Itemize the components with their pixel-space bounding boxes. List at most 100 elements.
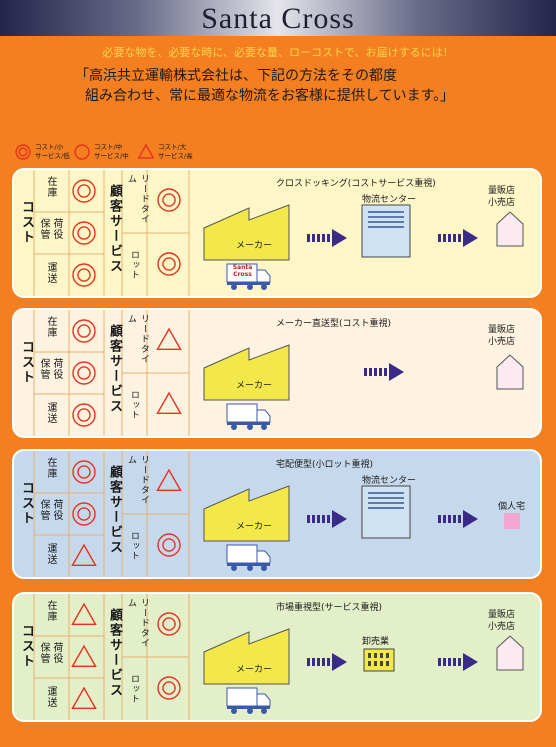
- flow-arrow-icon: [364, 363, 404, 381]
- legend-item-triangle: コスト/大 サービス/長: [137, 143, 193, 161]
- customer-service-label: 顧客サービス: [107, 608, 122, 698]
- santa-cross-logo: Santa Cross: [232, 264, 253, 278]
- circle-symbol: [74, 144, 90, 160]
- title-banner: [0, 0, 556, 36]
- panel-title: 宅配便型(小ロット重視): [276, 460, 374, 470]
- statement-line-1: 「高浜共立運輸株式会社は、下記の方法をその都度: [75, 68, 397, 84]
- distribution-center-icon: [361, 204, 411, 258]
- flow-arrow-icon: [438, 510, 478, 528]
- leadtime-rating: [157, 612, 181, 636]
- maker-label: メーカー: [236, 522, 273, 532]
- transport-label: 運送: [45, 402, 56, 424]
- leadtime-rating: [156, 468, 182, 492]
- stock-rating: [72, 179, 96, 203]
- factory-icon: [203, 204, 290, 261]
- cost-label: コスト: [19, 624, 34, 669]
- lot-label: ロット: [129, 531, 139, 561]
- wholesaler-icon: [363, 648, 395, 672]
- storage-label: 保管: [38, 218, 49, 240]
- transport-rating: [71, 543, 97, 567]
- destination-label-1: 量販店: [488, 325, 516, 335]
- panel-diagram: [33, 451, 520, 577]
- leadtime-label: リードタイム: [126, 598, 149, 648]
- destination-label-1: 量販店: [488, 186, 516, 196]
- legend-text: コスト/小 サービス/低: [35, 143, 70, 160]
- storage-rating: [72, 502, 96, 526]
- customer-service-label: 顧客サービス: [107, 465, 122, 555]
- legend-text: コスト/大 サービス/長: [158, 143, 193, 160]
- destination-label-1: 量販店: [488, 610, 516, 620]
- handling-label: 荷役: [51, 642, 62, 664]
- panel-diagram: [33, 310, 524, 436]
- storage-rating: [71, 644, 97, 668]
- legend-item-circle: コスト/中 サービス/中: [73, 143, 129, 161]
- panel-diagram: [33, 594, 524, 720]
- truck-icon: [226, 544, 271, 571]
- storage-label: 保管: [38, 499, 49, 521]
- leadtime-label: リードタイム: [126, 455, 149, 505]
- panel-home-delivery: コスト在庫保管荷役運送 顧客サービスリードタイムロット 宅配便型(小ロット重視) メー…: [12, 449, 542, 579]
- transport-label: 運送: [45, 686, 56, 708]
- distribution-center-icon: [361, 485, 411, 539]
- double-circle-symbol: [15, 144, 31, 160]
- middle-label: 物流センター: [362, 195, 417, 205]
- stock-label: 在庫: [45, 600, 56, 622]
- flow-arrow-icon: [307, 653, 347, 671]
- stock-rating: [71, 602, 97, 626]
- panel-title: 市場重視型(サービス重視): [276, 603, 383, 613]
- flow-arrow-icon: [438, 229, 478, 247]
- flow-arrow-icon: [438, 653, 478, 671]
- company-statement: 「高浜共立運輸株式会社は、下記の方法をその都度 組み合わせ、常に最適な物流をお客…: [75, 66, 495, 106]
- flow-arrow-icon: [307, 510, 347, 528]
- page-title: Santa Cross: [201, 2, 355, 35]
- transport-rating: [72, 403, 96, 427]
- leadtime-rating: [156, 327, 182, 351]
- circle-icon: [74, 144, 90, 160]
- cost-label: コスト: [19, 340, 34, 385]
- private-home-icon: [504, 513, 520, 529]
- flow-arrow-icon: [307, 229, 347, 247]
- statement-line-2: 組み合わせ、常に最適な物流をお客様に提供しています。」: [85, 88, 455, 104]
- destination-label-1: 個人宅: [498, 502, 526, 512]
- transport-label: 運送: [45, 543, 56, 565]
- subtitle: 必要な物を、必要な時に、必要な量、ローコストで、お届けするには！: [102, 46, 454, 59]
- transport-label: 運送: [45, 262, 56, 284]
- middle-label: 卸売業: [362, 637, 390, 647]
- storage-rating: [72, 221, 96, 245]
- stock-rating: [72, 460, 96, 484]
- maker-label: メーカー: [236, 241, 273, 251]
- leadtime-label: リードタイム: [126, 314, 149, 364]
- store-icon: [496, 635, 524, 671]
- destination-label-2: 小売店: [488, 198, 516, 208]
- stock-label: 在庫: [45, 316, 56, 338]
- maker-label: メーカー: [236, 381, 273, 391]
- customer-service-label: 顧客サービス: [107, 184, 122, 274]
- handling-label: 荷役: [51, 499, 62, 521]
- panel-title: メーカー直送型(コスト重視): [276, 319, 392, 329]
- double-circle-icon: [15, 144, 31, 160]
- destination-label-2: 小売店: [488, 622, 516, 632]
- middle-label: 物流センター: [362, 476, 417, 486]
- truck-icon: [226, 263, 271, 290]
- triangle-symbol: [137, 143, 155, 159]
- store-icon: [496, 211, 524, 247]
- lot-rating: [157, 252, 181, 276]
- cost-label: コスト: [19, 481, 34, 526]
- lot-label: ロット: [129, 674, 139, 704]
- lot-label: ロット: [129, 390, 139, 420]
- handling-label: 荷役: [51, 218, 62, 240]
- legend-text: コスト/中 サービス/中: [94, 143, 129, 160]
- panel-title: クロスドッキング(コストサービス重視): [276, 179, 436, 189]
- storage-label: 保管: [38, 358, 49, 380]
- triangle-icon: [137, 143, 155, 159]
- destination-label-2: 小売店: [488, 337, 516, 347]
- panel-cross-docking: コスト在庫保管荷役運送顧客サービスリードタイムロットクロスドッキング(コストサー…: [12, 168, 542, 298]
- storage-label: 保管: [38, 642, 49, 664]
- legend-item-double-circle: コスト/小 サービス/低: [14, 143, 70, 161]
- transport-rating: [71, 686, 97, 710]
- truck-icon: [226, 403, 271, 430]
- lot-label: ロット: [129, 250, 139, 280]
- factory-icon: [203, 485, 290, 542]
- stock-label: 在庫: [45, 457, 56, 479]
- panel-direct: コスト在庫保管荷役運送顧客サービスリードタイムロットメーカー直送型(コスト重視)…: [12, 308, 542, 438]
